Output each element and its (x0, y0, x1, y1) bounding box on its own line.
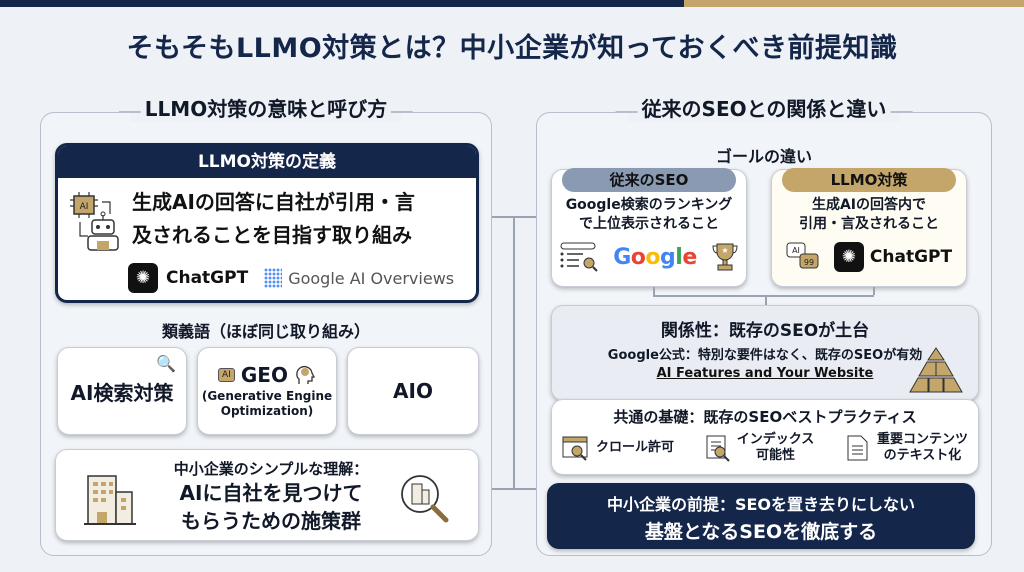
document-search-icon (706, 435, 730, 462)
chatgpt-icon: ✺ (128, 263, 158, 293)
top-accent-bar-gold (684, 0, 1024, 7)
crawl-allow-item: クロール許可 (562, 434, 674, 462)
browser-search-icon (562, 436, 588, 461)
connector-line (513, 216, 515, 488)
ai-engine-icon: AI (218, 368, 235, 382)
relationship-subtitle: Google公式：特別な要件はなく、既存のSEOが有効 (607, 348, 923, 363)
left-panel-title: LLMO対策の意味と呼び方 (118, 93, 414, 122)
synonym-title: AI検索対策 (70, 380, 174, 405)
definition-card: LLMO対策の定義 AI 生成AIの回答に自社が引用・言 及されることを目指す取… (55, 143, 479, 303)
ai-quote-icon: AI 99 (786, 242, 819, 269)
chatgpt-label: ChatGPT (869, 247, 953, 267)
common-item-label: クロール許可 (596, 440, 675, 455)
premise-line-1: 中小企業の前提：SEOを置き去りにしない (606, 495, 916, 514)
common-item-label-2: のテキスト化 (883, 448, 962, 463)
premise-line-2: 基盤となるSEOを徹底する (644, 521, 878, 543)
right-panel-title: 従来のSEOとの関係と違い (615, 93, 913, 122)
goal-line-2: で上位表示されること (579, 216, 719, 232)
synonym-subtitle-2: Optimization) (220, 404, 314, 418)
google-ai-overviews-icon (264, 268, 283, 288)
svg-text:AI: AI (792, 246, 800, 255)
connector-line (873, 287, 875, 295)
common-foundation-card: 共通の基礎：既存のSEOベストプラクティス クロール許可 インデックス可能性 重… (551, 399, 979, 475)
goal-line-1: 生成AIの回答内で (811, 197, 927, 213)
synonym-title: GEO (240, 363, 288, 387)
indexability-item: インデックス可能性 (703, 432, 815, 464)
magnifier-building-icon (401, 475, 449, 523)
sme-premise-banner: 中小企業の前提：SEOを置き去りにしない 基盤となるSEOを徹底する (547, 483, 975, 549)
synonyms-label: 類義語（ほぼ同じ取り組み） (161, 322, 370, 341)
pyramid-foundation-icon (909, 347, 963, 393)
goal-card-llmo: LLMO対策 生成AIの回答内で 引用・言及されること AI 99 ✺ ChatG… (771, 168, 967, 287)
seo-relation-panel: 従来のSEOとの関係と違い ゴールの違い 従来のSEO Google検索のランキ… (536, 93, 992, 556)
common-item-label: インデックス (736, 432, 815, 447)
connector-line (765, 295, 767, 305)
synonym-aio: AIO (347, 347, 479, 435)
common-item-label: 重要コンテンツ (876, 432, 968, 447)
relationship-title: 関係性：既存のSEOが土台 (660, 321, 870, 341)
ai-features-link[interactable]: AI Features and Your Website (656, 366, 874, 381)
google-ai-overviews-logo: Google AI Overviews (264, 268, 454, 288)
connector-line (492, 488, 536, 490)
simple-line-2: もらうための施策群 (181, 509, 361, 533)
common-item-label-2: 可能性 (755, 448, 795, 463)
goal-line-2: 引用・言及されること (799, 216, 939, 232)
google-ai-overviews-label: Google AI Overviews (288, 268, 455, 288)
definition-text: 生成AIの回答に自社が引用・言 及されることを目指す取り組み (132, 186, 472, 252)
common-title: 共通の基礎：既存のSEOベストプラクティス (613, 408, 917, 426)
trophy-icon: ★ (712, 243, 738, 271)
simple-understanding-card: 中小企業のシンプルな理解： AIに自社を見つけて もらうための施策群 (55, 449, 479, 541)
google-logo: Google (613, 244, 697, 270)
simple-label: 中小企業のシンプルな理解： (173, 460, 369, 478)
connector-line (653, 295, 874, 297)
llmo-meaning-panel: LLMO対策の意味と呼び方 LLMO対策の定義 AI 生成AIの回答に自社が引用… (40, 93, 492, 556)
goal-card-seo: 従来のSEO Google検索のランキング で上位表示されること Google … (551, 168, 747, 287)
chatgpt-icon: ✺ (833, 242, 864, 272)
definition-line-1: 生成AIの回答に自社が引用・言 (132, 190, 415, 214)
building-icon (84, 475, 136, 525)
brain-head-icon (296, 366, 316, 384)
connector-line (653, 287, 655, 295)
seo-pill: 従来のSEO (562, 168, 736, 192)
top-accent-bar-navy (0, 0, 684, 7)
chatgpt-label: ChatGPT (166, 268, 249, 288)
goal-difference-label: ゴールの違い (715, 147, 812, 166)
document-icon (847, 435, 868, 461)
svg-text:99: 99 (804, 258, 814, 267)
definition-heading: LLMO対策の定義 (58, 146, 476, 178)
definition-logos: ✺ ChatGPT Google AI Overviews (128, 263, 454, 293)
chatgpt-logo: ✺ ChatGPT (128, 263, 248, 293)
text-content-item: 重要コンテンツのテキスト化 (843, 432, 968, 464)
svg-text:AI: AI (80, 202, 89, 212)
synonym-ai-search: 🔍 AI検索対策 (57, 347, 187, 435)
llmo-pill: LLMO対策 (782, 168, 956, 192)
definition-line-2: 及されることを目指す取り組み (132, 223, 412, 247)
page-title: そもそもLLMO対策とは？中小企業が知っておくべき前提知識 (126, 33, 898, 64)
simple-line-1: AIに自社を見つけて (179, 481, 363, 505)
svg-text:★: ★ (721, 246, 728, 255)
synonym-title: AIO (393, 379, 433, 403)
search-results-icon (560, 242, 598, 272)
magnifier-icon: 🔍 (156, 354, 176, 373)
relationship-card: 関係性：既存のSEOが土台 Google公式：特別な要件はなく、既存のSEOが有… (551, 305, 979, 401)
synonym-geo: AI GEO (Generative Engine Optimization) (197, 347, 337, 435)
goal-line-1: Google検索のランキング (565, 197, 733, 213)
chatgpt-logo: ✺ ChatGPT (833, 242, 953, 272)
synonym-subtitle-1: (Generative Engine (201, 389, 333, 403)
ai-robot-icon: AI (70, 192, 119, 251)
